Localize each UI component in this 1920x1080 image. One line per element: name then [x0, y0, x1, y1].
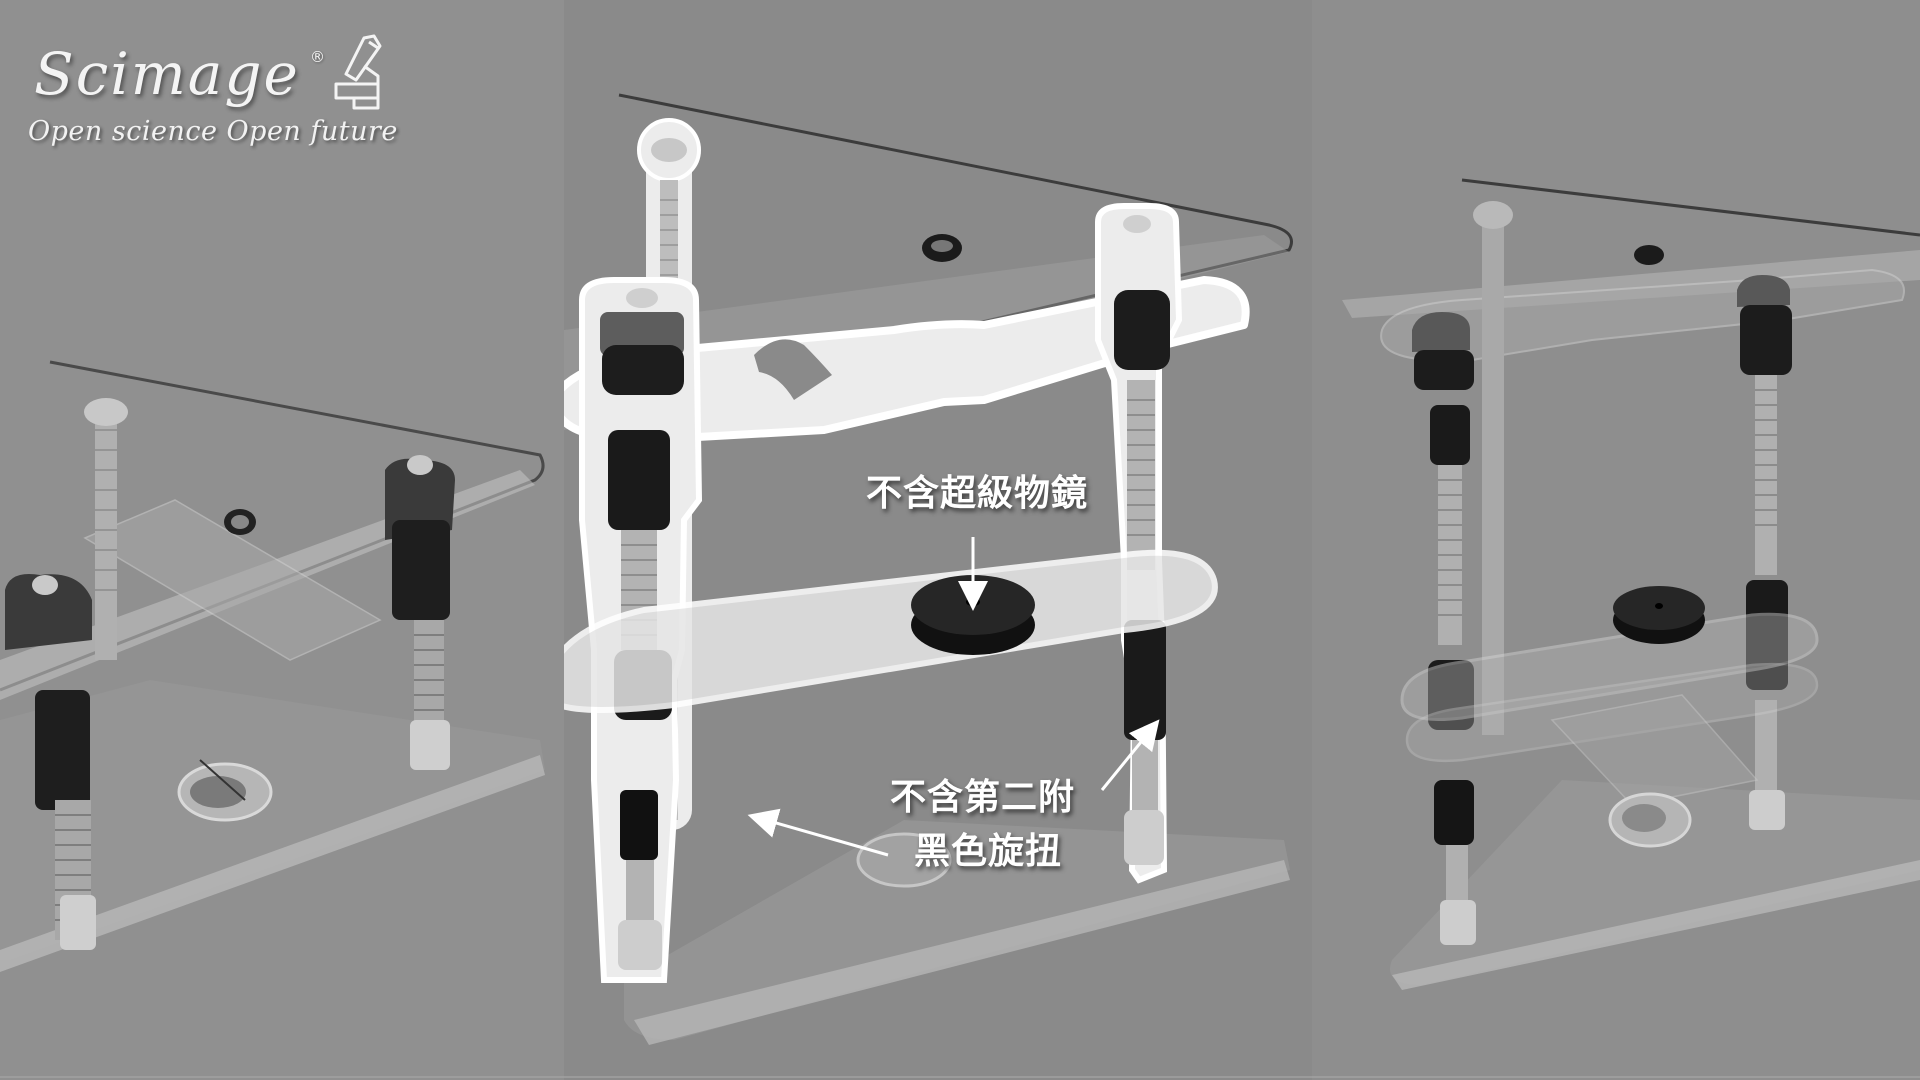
brand-logo: Scimage ® Open science Open future [28, 28, 448, 158]
photo-panel-right [1312, 0, 1920, 1080]
callout-no-super-objective: 不含超級物鏡 [866, 473, 1089, 514]
callout-no-second-attachment: 不含第二附 [890, 777, 1076, 818]
photo-panel-left [0, 0, 564, 1080]
bottom-edge-line [0, 1076, 1920, 1078]
stand-illustration-left [0, 360, 545, 972]
photo-panel-center [564, 0, 1312, 1080]
registered-mark: ® [310, 48, 325, 66]
stand-illustration-center [564, 93, 1293, 1045]
stand-illustration-right [1342, 178, 1920, 990]
microscope-icon [334, 32, 394, 116]
brand-name: Scimage [34, 40, 300, 108]
callout-black-knob: 黑色旋扭 [914, 831, 1063, 872]
brand-tagline: Open science Open future [28, 116, 398, 147]
